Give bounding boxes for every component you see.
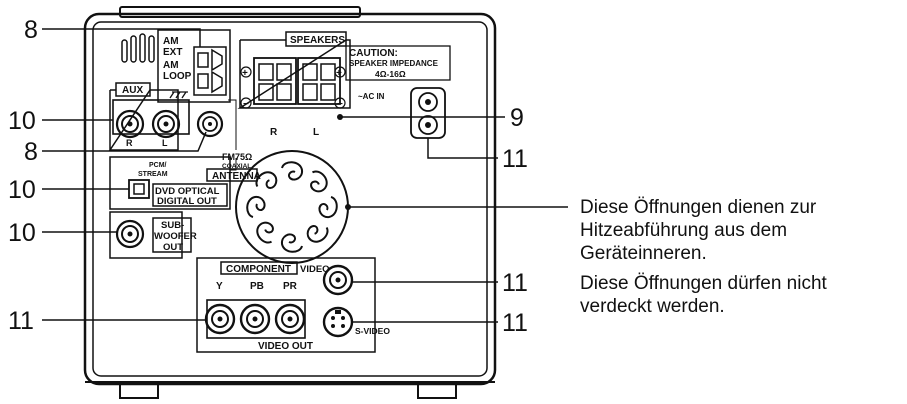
ac-in-label: ~AC IN xyxy=(358,92,385,101)
pb-label: PB xyxy=(250,281,264,292)
coaxial-label: COAXIAL xyxy=(222,163,251,170)
ventilation-note: Diese Öffnungen dienen zur Hitzeabführun… xyxy=(580,197,828,317)
stream-label: STREAM xyxy=(138,171,168,178)
speaker-minus-right: − xyxy=(337,99,343,110)
note-line1: Diese Öffnungen dienen zur xyxy=(580,197,817,218)
fan-blade xyxy=(310,170,328,193)
vent-slots xyxy=(121,33,155,63)
caution-title: CAUTION: xyxy=(349,48,398,59)
subwoofer-output: SUB- WOOFER OUT xyxy=(109,211,197,259)
am-loop-label-2: LOOP xyxy=(163,71,192,82)
fan-blade xyxy=(255,171,278,189)
fan-blade xyxy=(280,233,303,253)
speaker-plus-left: + xyxy=(242,68,248,79)
speaker-minus-left: − xyxy=(243,99,249,110)
note-line4: Diese Öffnungen dürfen nicht xyxy=(580,273,828,294)
video-outputs: COMPONENT VIDEO Y PB PR S-VIDEO VIDEO OU… xyxy=(196,257,390,353)
speaker-plus-right: + xyxy=(336,68,342,79)
note-line2: Hitzeabführung aus dem xyxy=(580,220,787,241)
callout-10-optical: 10 xyxy=(8,176,36,204)
subwoofer-line2: WOOFER xyxy=(154,231,197,242)
callout-8-fm: 8 xyxy=(24,138,38,166)
am-ext-label: AM xyxy=(163,36,179,47)
fan-blade xyxy=(281,161,304,181)
callout-8-antenna: 8 xyxy=(24,16,38,44)
am-ext-label-2: EXT xyxy=(163,47,182,58)
speakers-label: SPEAKERS xyxy=(290,35,345,46)
speaker-r-label: R xyxy=(270,127,278,138)
fan-blade xyxy=(256,221,274,244)
speaker-terminals: SPEAKERS + − + − R L xyxy=(237,31,351,138)
fan-blade xyxy=(318,196,338,219)
dvd-optical-label: DVD OPTICAL xyxy=(155,186,220,197)
callout-10-subwoofer: 10 xyxy=(8,219,36,247)
aux-l-label: L xyxy=(162,138,168,148)
callout-11-acin: 11 xyxy=(502,145,528,173)
aux-label: AUX xyxy=(122,85,143,96)
component-label: COMPONENT xyxy=(226,264,291,275)
fm-label: FM75Ω xyxy=(222,152,252,162)
device-housing xyxy=(83,6,497,399)
callout-lines xyxy=(42,28,568,323)
antenna-terminal-block: AM EXT AM LOOP xyxy=(157,29,231,103)
callout-11-video: 11 xyxy=(502,269,528,297)
fan-blade xyxy=(306,225,329,243)
speaker-l-label: L xyxy=(313,127,319,138)
caution-line2: 4Ω-16Ω xyxy=(375,69,406,79)
optical-output: PCM/ STREAM DVD OPTICAL DIGITAL OUT xyxy=(109,156,231,210)
caution-line1: SPEAKER IMPEDANCE xyxy=(349,59,439,68)
fan-blade xyxy=(246,195,266,218)
callout-10-aux: 10 xyxy=(8,107,36,135)
video-out-label: VIDEO OUT xyxy=(258,341,313,352)
aux-inputs: AUX R L xyxy=(108,82,190,151)
subwoofer-line1: SUB- xyxy=(161,220,184,231)
pr-label: PR xyxy=(283,281,298,292)
fan-grille xyxy=(235,150,349,264)
ac-inlet: ~AC IN xyxy=(358,87,446,139)
caution-note: CAUTION: SPEAKER IMPEDANCE 4Ω-16Ω xyxy=(345,45,451,81)
callout-11-component: 11 xyxy=(8,307,34,335)
pcm-label: PCM/ xyxy=(149,162,167,169)
y-label: Y xyxy=(216,281,223,292)
svideo-label: S-VIDEO xyxy=(355,326,390,336)
ground-icon xyxy=(169,91,188,99)
note-line5: verdeckt werden. xyxy=(580,296,725,317)
callout-9-speakers: 9 xyxy=(510,104,524,132)
digital-out-label: DIGITAL OUT xyxy=(157,196,217,207)
subwoofer-line3: OUT xyxy=(163,242,183,253)
fm-coaxial-jack: FM75Ω COAXIAL ANTENNA xyxy=(196,99,261,182)
note-line3: Geräteinneren. xyxy=(580,243,707,264)
callout-11-svideo: 11 xyxy=(502,309,528,337)
aux-r-label: R xyxy=(126,138,133,148)
video-label: VIDEO xyxy=(300,264,330,275)
antenna-label: ANTENNA xyxy=(212,171,261,182)
am-loop-label: AM xyxy=(163,60,179,71)
